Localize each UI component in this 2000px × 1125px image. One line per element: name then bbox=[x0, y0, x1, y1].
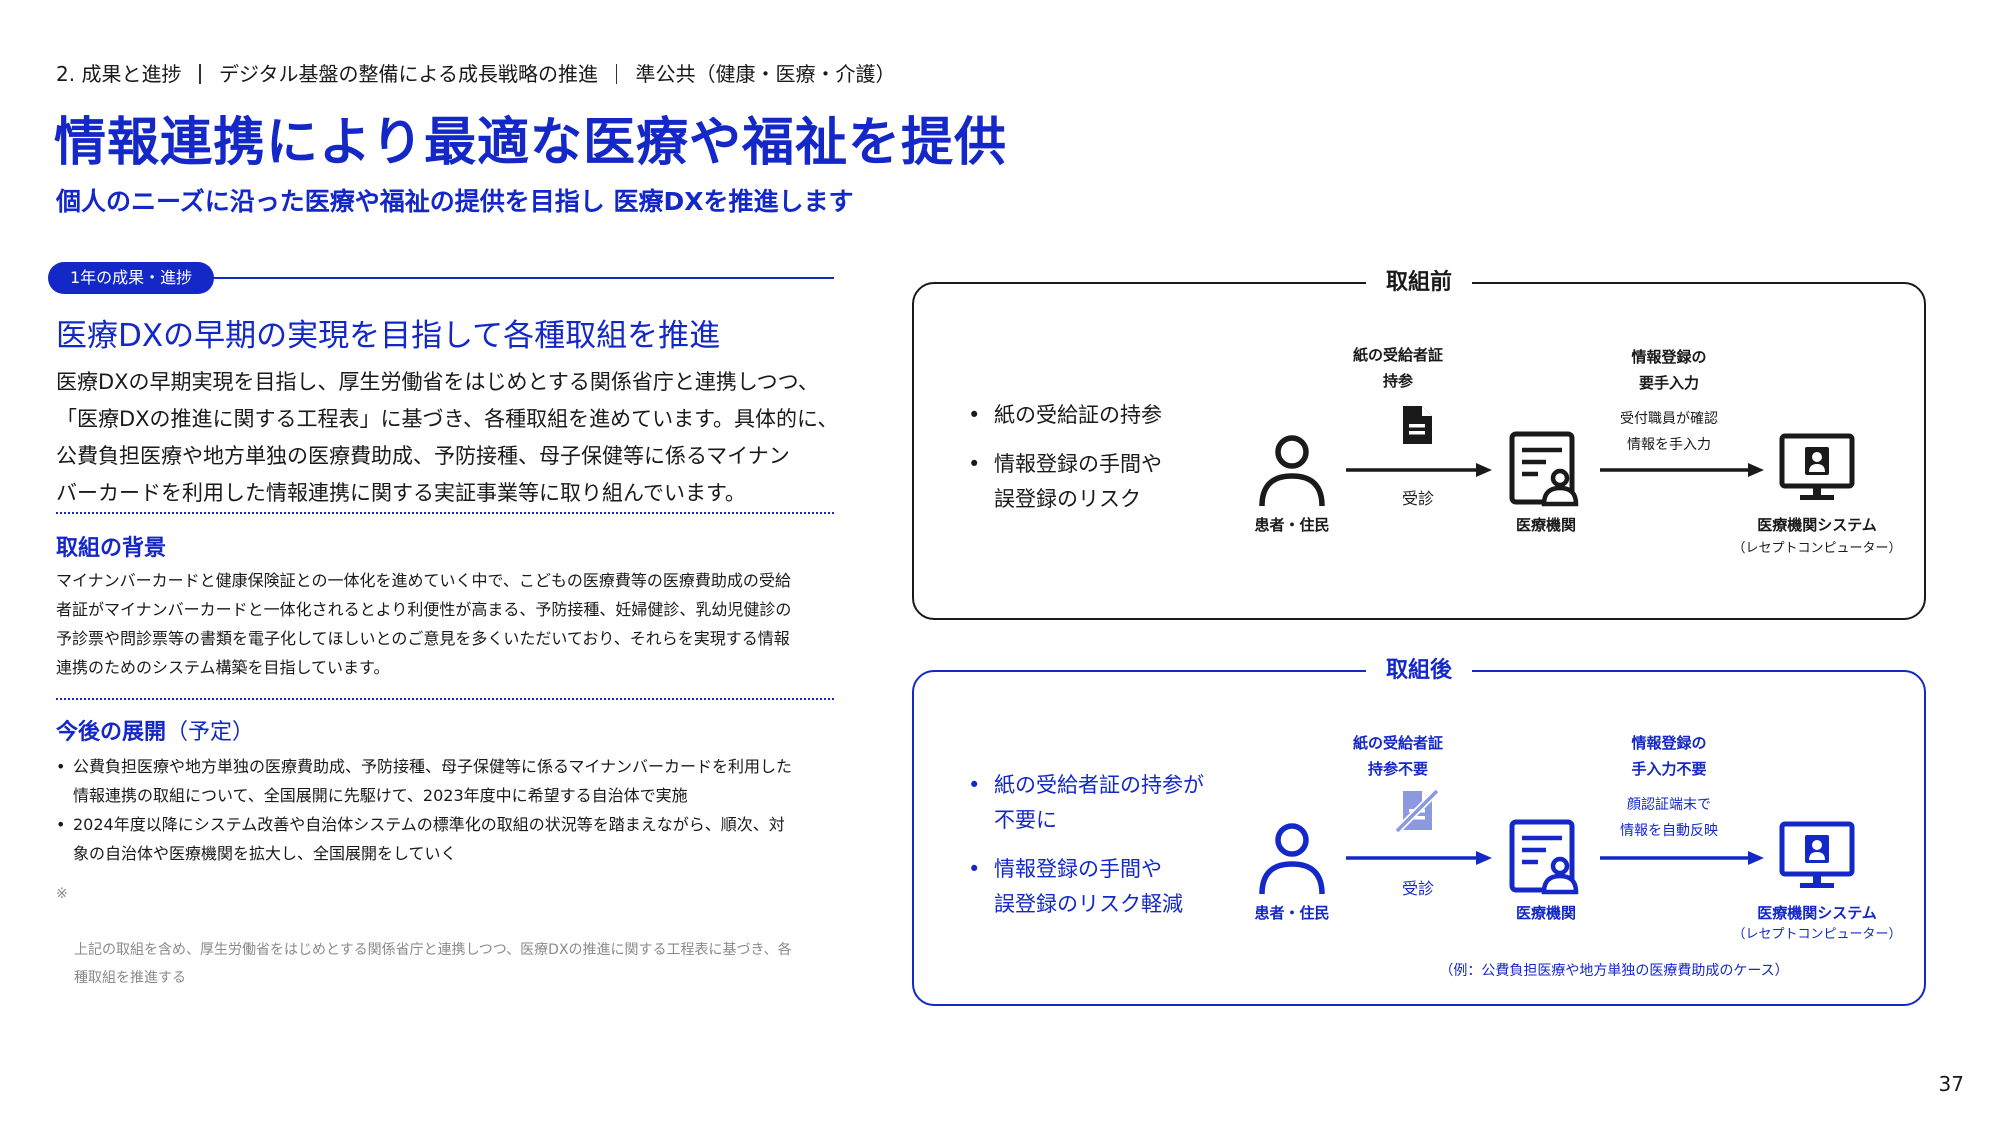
footnote-text: 上記の取組を含め、厚生労働省をはじめとする関係省庁と連携しつつ、医療DXの推進に… bbox=[74, 942, 792, 986]
page-title: 情報連携により最適な医療や福祉を提供 bbox=[54, 113, 1007, 173]
auto-entry-label: 情報登録の 手入力不要 bbox=[1631, 734, 1707, 778]
person-icon bbox=[1256, 432, 1328, 514]
auto-entry-desc: 顔認証端末で 情報を自動反映 bbox=[1620, 797, 1718, 839]
arrow-right-icon bbox=[1346, 462, 1492, 482]
arrow-label: 受診 bbox=[1401, 879, 1434, 898]
background-heading: 取組の背景 bbox=[56, 536, 167, 561]
before-panel-label: 取組前 bbox=[1365, 264, 1473, 296]
person-icon bbox=[1256, 820, 1328, 902]
after-panel-label: 取組後 bbox=[1365, 652, 1473, 684]
breadcrumb-section: 2. 成果と進捗 bbox=[56, 62, 182, 86]
before-panel: 取組前 紙の受給証の持参 情報登録の手間や 誤登録のリスク 紙の受給者証 持参 … bbox=[912, 264, 1926, 620]
breadcrumb-category: 準公共（健康・医療・介護） bbox=[635, 62, 896, 86]
future-heading: 今後の展開（予定） bbox=[56, 714, 254, 746]
node-system: 医療機関システム bbox=[1757, 904, 1877, 922]
progress-badge: 1年の成果・進捗 bbox=[48, 262, 215, 294]
future-heading-suffix: （予定） bbox=[166, 720, 255, 745]
section-heading: 医療DXの早期の実現を目指して各種取組を推進 bbox=[56, 318, 721, 354]
badge-rule bbox=[200, 277, 834, 279]
future-heading-text: 今後の展開 bbox=[56, 720, 167, 745]
node-patient: 患者・住民 bbox=[1254, 904, 1330, 922]
manual-entry-desc: 受付職員が確認 情報を手入力 bbox=[1620, 411, 1718, 453]
hospital-form-icon bbox=[1508, 818, 1584, 900]
list-item: 2024年度以降にシステム改善や自治体システムの標準化の取組の状況等を踏まえなが… bbox=[56, 810, 846, 868]
after-panel: 取組後 紙の受給者証の持参が 不要に 情報登録の手間や 誤登録のリスク軽減 紙の… bbox=[912, 652, 1926, 1006]
future-list: 公費負担医療や地方単独の医療費助成、予防接種、母子保健等に係るマイナンバーカード… bbox=[56, 752, 846, 868]
arrow-right-icon bbox=[1600, 462, 1764, 482]
list-item: 紙の受給証の持参 bbox=[964, 398, 1284, 433]
node-system-sub: （レセプトコンピューター） bbox=[1732, 927, 1902, 942]
document-icon bbox=[1400, 404, 1434, 450]
node-hospital: 医療機関 bbox=[1515, 516, 1576, 534]
page-subtitle: 個人のニーズに沿った医療や福祉の提供を目指し 医療DXを推進します bbox=[56, 187, 854, 216]
arrow-right-icon bbox=[1346, 850, 1492, 870]
footnote: ※ 上記の取組を含め、厚生労働省をはじめとする関係省庁と連携しつつ、医療DXの推… bbox=[56, 880, 846, 1020]
paper-certificate-label: 紙の受給者証 持参 bbox=[1352, 346, 1443, 390]
dotted-divider bbox=[56, 698, 834, 700]
background-text: マイナンバーカードと健康保険証との一体化を進めていく中で、こどもの医療費等の医療… bbox=[56, 571, 792, 677]
breadcrumb-separator bbox=[615, 64, 618, 84]
node-system: 医療機関システム bbox=[1757, 516, 1877, 534]
example-caption: （例：公費負担医療や地方単独の医療費助成のケース） bbox=[1439, 963, 1789, 979]
list-item: 公費負担医療や地方単独の医療費助成、予防接種、母子保健等に係るマイナンバーカード… bbox=[56, 752, 846, 810]
monitor-icon bbox=[1778, 432, 1856, 508]
breadcrumb-topic: デジタル基盤の整備による成長戦略の推進 bbox=[218, 62, 598, 86]
monitor-icon bbox=[1778, 820, 1856, 896]
arrow-right-icon bbox=[1600, 850, 1764, 870]
document-crossed-icon bbox=[1394, 788, 1440, 838]
list-item: 情報登録の手間や 誤登録のリスク bbox=[964, 447, 1284, 517]
node-hospital: 医療機関 bbox=[1515, 904, 1576, 922]
node-system-sub: （レセプトコンピューター） bbox=[1732, 541, 1902, 556]
list-item: 情報登録の手間や 誤登録のリスク軽減 bbox=[964, 852, 1284, 922]
breadcrumb-separator bbox=[199, 64, 201, 84]
list-item: 紙の受給者証の持参が 不要に bbox=[964, 768, 1284, 838]
page-number: 37 bbox=[1938, 1072, 1964, 1096]
footnote-mark: ※ bbox=[56, 886, 68, 902]
lead-paragraph: 医療DXの早期実現を目指し、厚生労働省をはじめとする関係省庁と連携しつつ、 「医… bbox=[56, 370, 839, 505]
dotted-divider bbox=[56, 512, 834, 514]
before-points: 紙の受給証の持参 情報登録の手間や 誤登録のリスク bbox=[964, 398, 1284, 531]
breadcrumb: 2. 成果と進捗 デジタル基盤の整備による成長戦略の推進 準公共（健康・医療・介護） bbox=[56, 58, 895, 87]
hospital-form-icon bbox=[1508, 430, 1584, 512]
no-paper-label: 紙の受給者証 持参不要 bbox=[1352, 734, 1443, 778]
node-patient: 患者・住民 bbox=[1254, 516, 1330, 534]
after-points: 紙の受給者証の持参が 不要に 情報登録の手間や 誤登録のリスク軽減 bbox=[964, 768, 1284, 936]
manual-entry-label: 情報登録の 要手入力 bbox=[1631, 348, 1707, 392]
arrow-label: 受診 bbox=[1401, 489, 1434, 508]
